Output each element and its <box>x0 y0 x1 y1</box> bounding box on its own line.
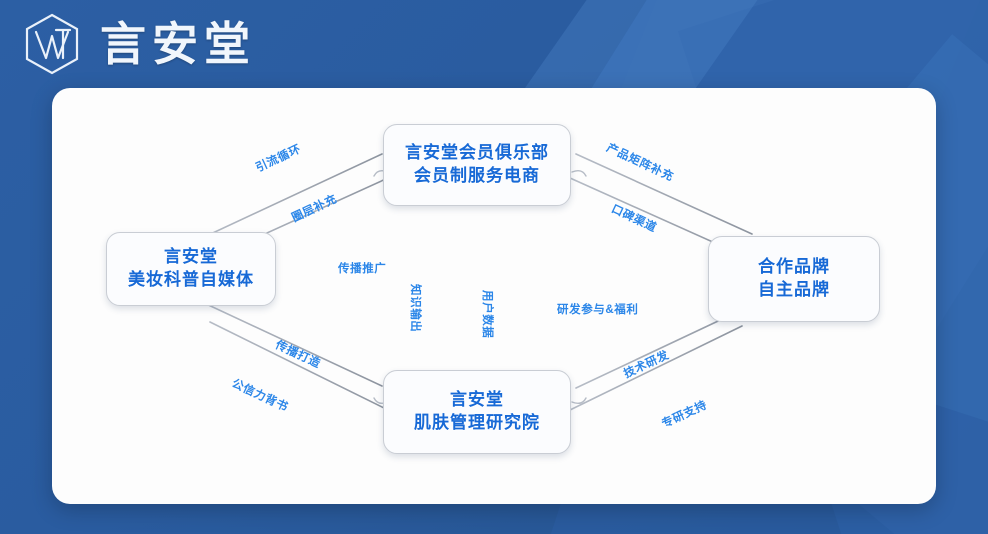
brand-node[interactable]: 合作品牌 自主品牌 <box>708 236 880 322</box>
brand-header: 言安堂 <box>0 0 256 88</box>
connector-lines <box>201 153 753 411</box>
edge-label-promotion: 传播推广 <box>338 263 387 275</box>
member-club-node-line1: 言安堂会员俱乐部 <box>405 143 549 163</box>
edge-label-user-data: 用户数据 <box>481 290 493 339</box>
hexagon-monogram-icon <box>25 13 79 75</box>
research-node-line2: 肌肤管理研究院 <box>414 413 540 432</box>
research-node-line1: 言安堂 <box>450 390 504 410</box>
edge-label-knowledge-output: 知识输出 <box>409 284 421 333</box>
research-institute-node[interactable]: 言安堂 肌肤管理研究院 <box>383 370 571 454</box>
member-club-node-line2: 会员制服务电商 <box>414 166 540 185</box>
brand-name: 言安堂 <box>100 18 256 70</box>
brand-node-line1: 合作品牌 <box>758 257 830 277</box>
diagram-card: 言安堂会员俱乐部 会员制服务电商 言安堂 美妆科普自媒体 合作品牌 自主品牌 言… <box>52 88 936 504</box>
member-club-node[interactable]: 言安堂会员俱乐部 会员制服务电商 <box>383 124 571 206</box>
brand-node-line2: 自主品牌 <box>758 280 830 299</box>
media-node-line1: 言安堂 <box>164 247 218 267</box>
media-node-line2: 美妆科普自媒体 <box>128 270 254 289</box>
edge-label-rd-benefit: 研发参与&福利 <box>557 304 639 316</box>
media-node[interactable]: 言安堂 美妆科普自媒体 <box>106 232 276 306</box>
